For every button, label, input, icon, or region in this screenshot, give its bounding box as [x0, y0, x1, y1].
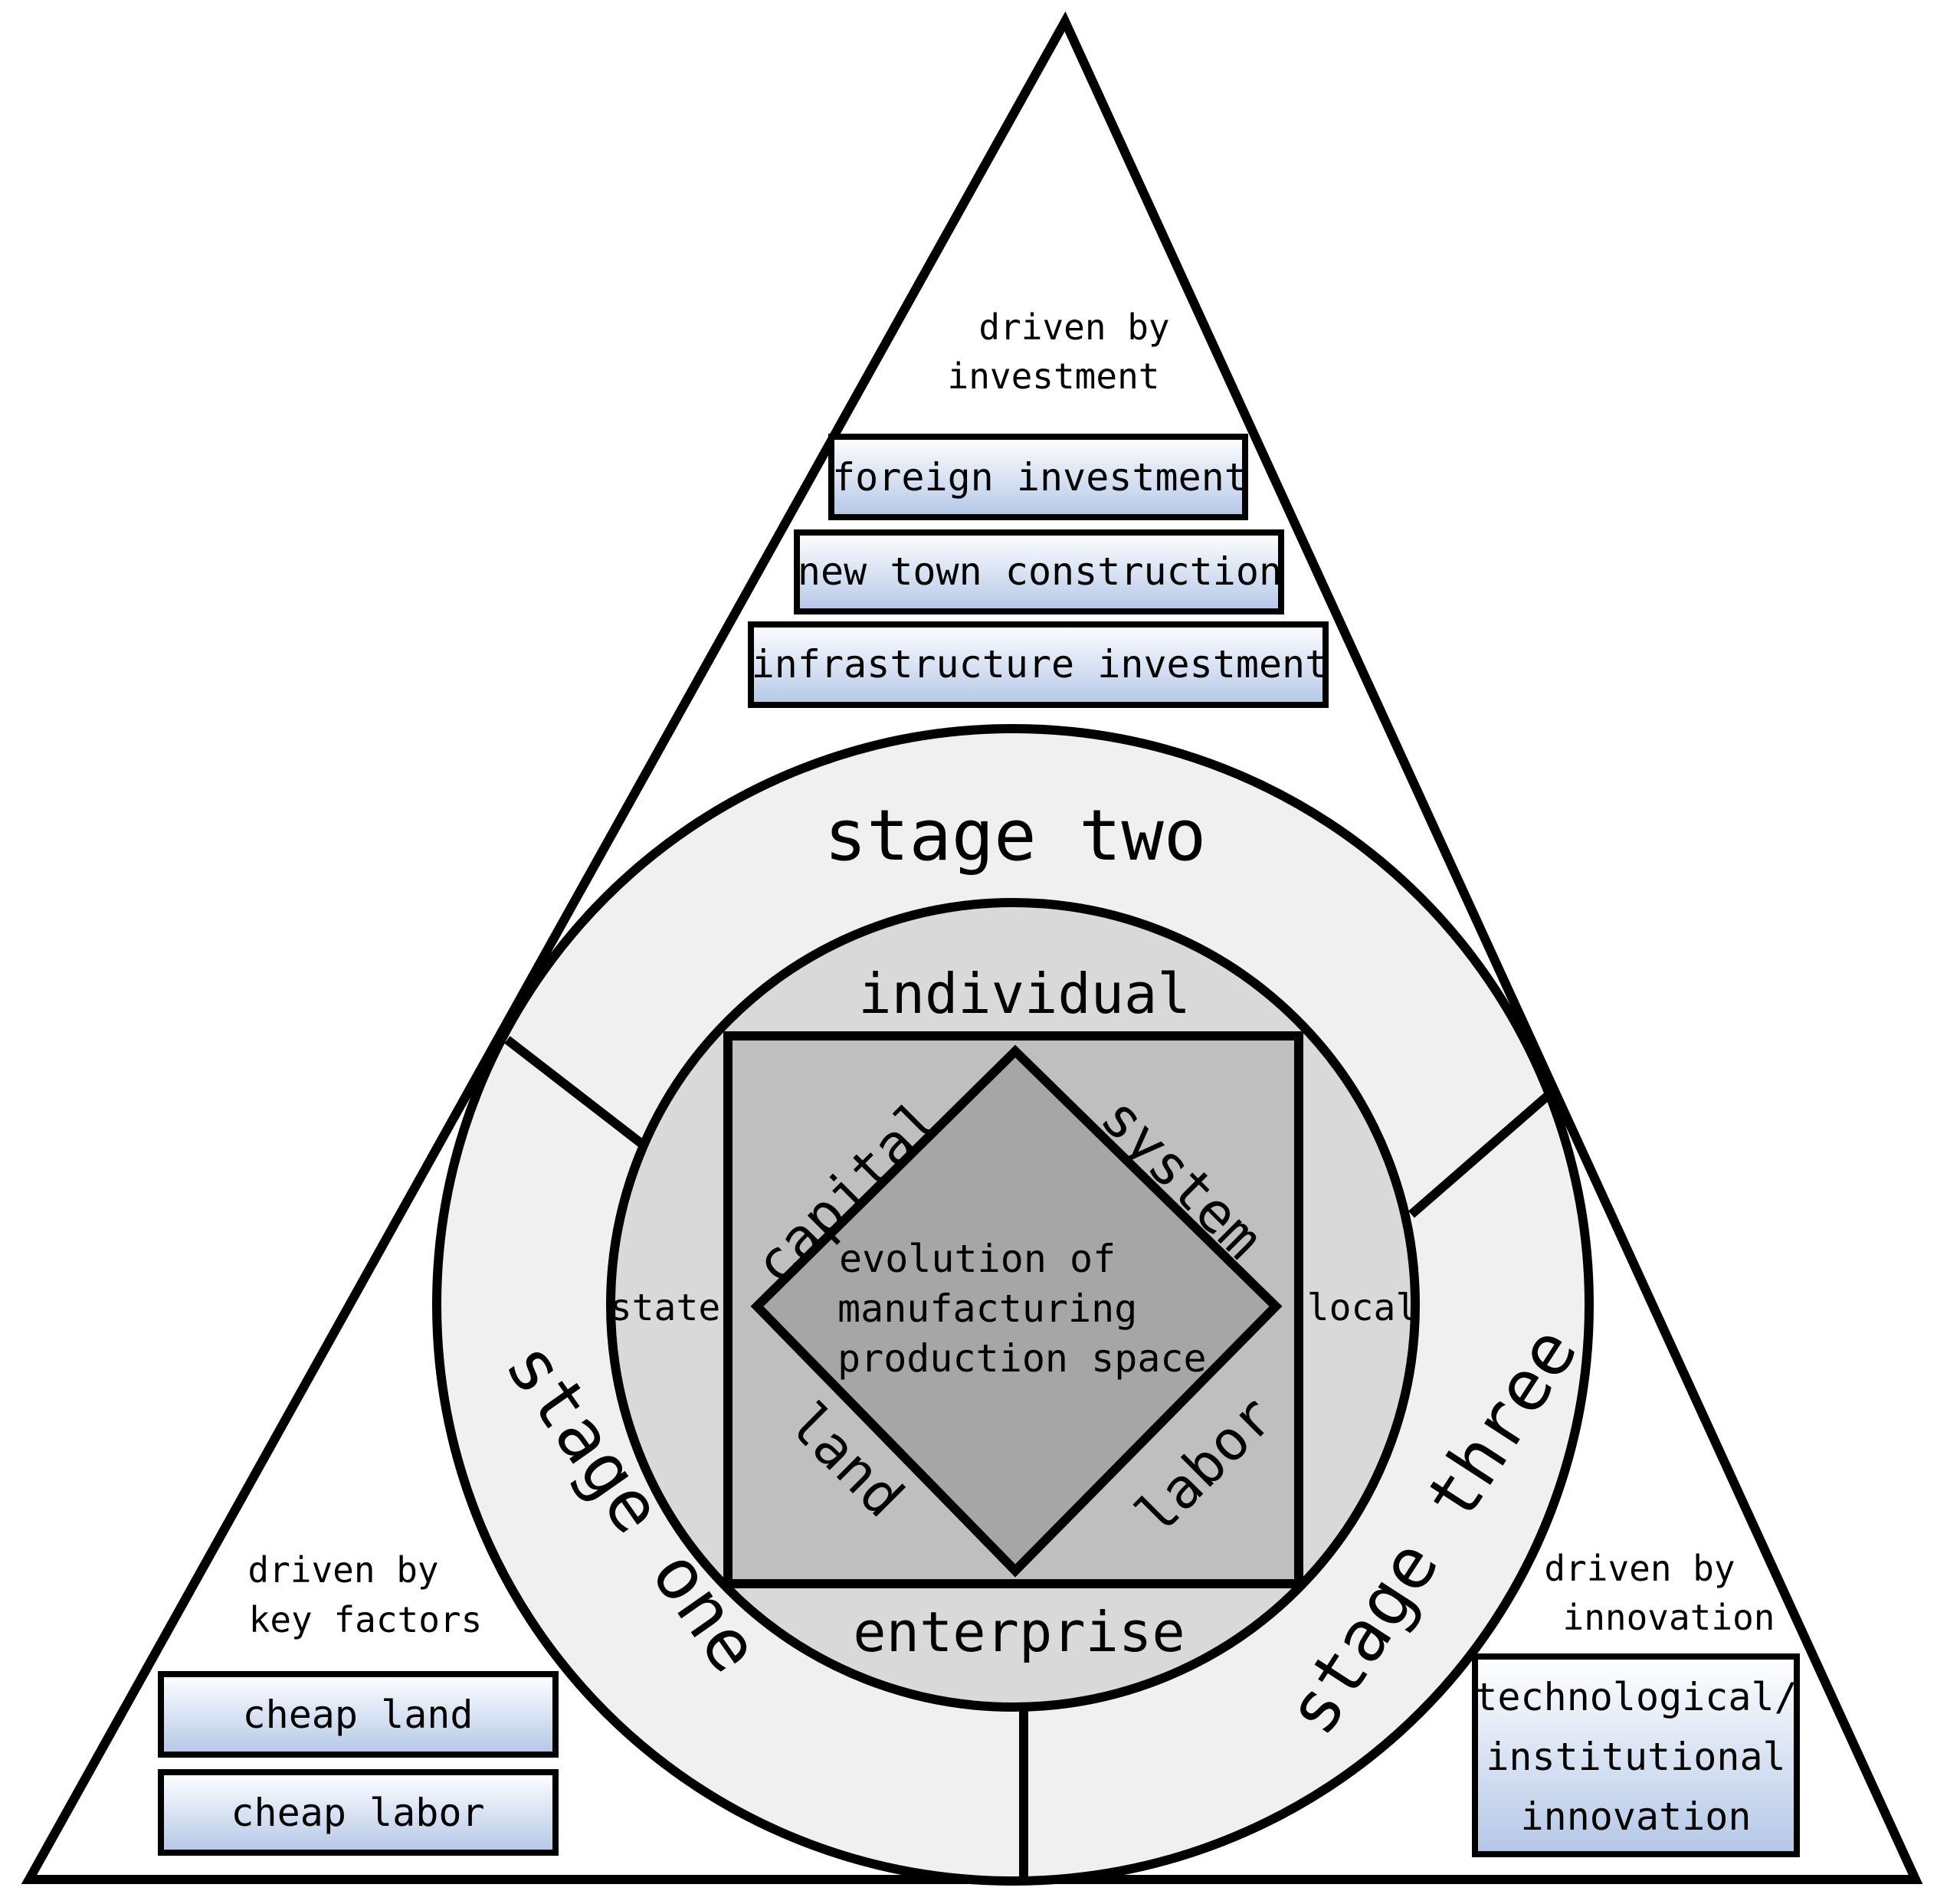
box-label: cheap labor [231, 1791, 484, 1835]
left-driven-line2: key factors [249, 1599, 483, 1640]
core-diamond [750, 1044, 1283, 1578]
stage-two-label: stage two [824, 795, 1207, 877]
top-driven-line1: driven by [978, 306, 1169, 348]
box-label: new town construction [798, 549, 1282, 594]
actor-state: state [610, 1286, 721, 1329]
box-cheap-land: cheap land [158, 1671, 559, 1758]
box-frame [158, 1671, 559, 1758]
box-new-town-construction: new town construction [794, 529, 1284, 614]
divider-upper-left [504, 1036, 649, 1151]
center-line3: production space [837, 1336, 1207, 1381]
right-driven-line2: innovation [1563, 1597, 1775, 1638]
top-driven-line2: investment [948, 356, 1160, 397]
box-frame [828, 434, 1248, 520]
box-label: foreign investment [832, 455, 1247, 500]
box-infrastructure-investment: infrastructure investment [748, 621, 1329, 708]
center-line2: manufacturing [837, 1286, 1137, 1331]
box-label: infrastructure investment [752, 642, 1329, 687]
actor-enterprise: enterprise [853, 1600, 1185, 1664]
box-frame [1472, 1653, 1800, 1857]
divider-upper-right [1408, 1092, 1551, 1218]
right-driven-line1: driven by [1544, 1548, 1735, 1589]
box-foreign-investment: foreign investment [828, 434, 1248, 520]
box-label-line2: institutional [1486, 1735, 1785, 1779]
box-frame [158, 1769, 559, 1856]
box-label-line3: innovation [1520, 1794, 1751, 1839]
box-technological-institutional-innovation: technological/ institutional innovation [1472, 1653, 1800, 1857]
center-line1: evolution of [839, 1237, 1116, 1281]
box-label: cheap land [242, 1693, 473, 1737]
box-frame [748, 621, 1329, 708]
actor-local: local [1307, 1286, 1418, 1329]
box-label-line1: technological/ [1474, 1675, 1797, 1719]
left-driven-line1: driven by [247, 1549, 438, 1591]
actor-individual: individual [858, 962, 1190, 1026]
box-frame [794, 529, 1284, 614]
box-cheap-labor: cheap labor [158, 1769, 559, 1856]
